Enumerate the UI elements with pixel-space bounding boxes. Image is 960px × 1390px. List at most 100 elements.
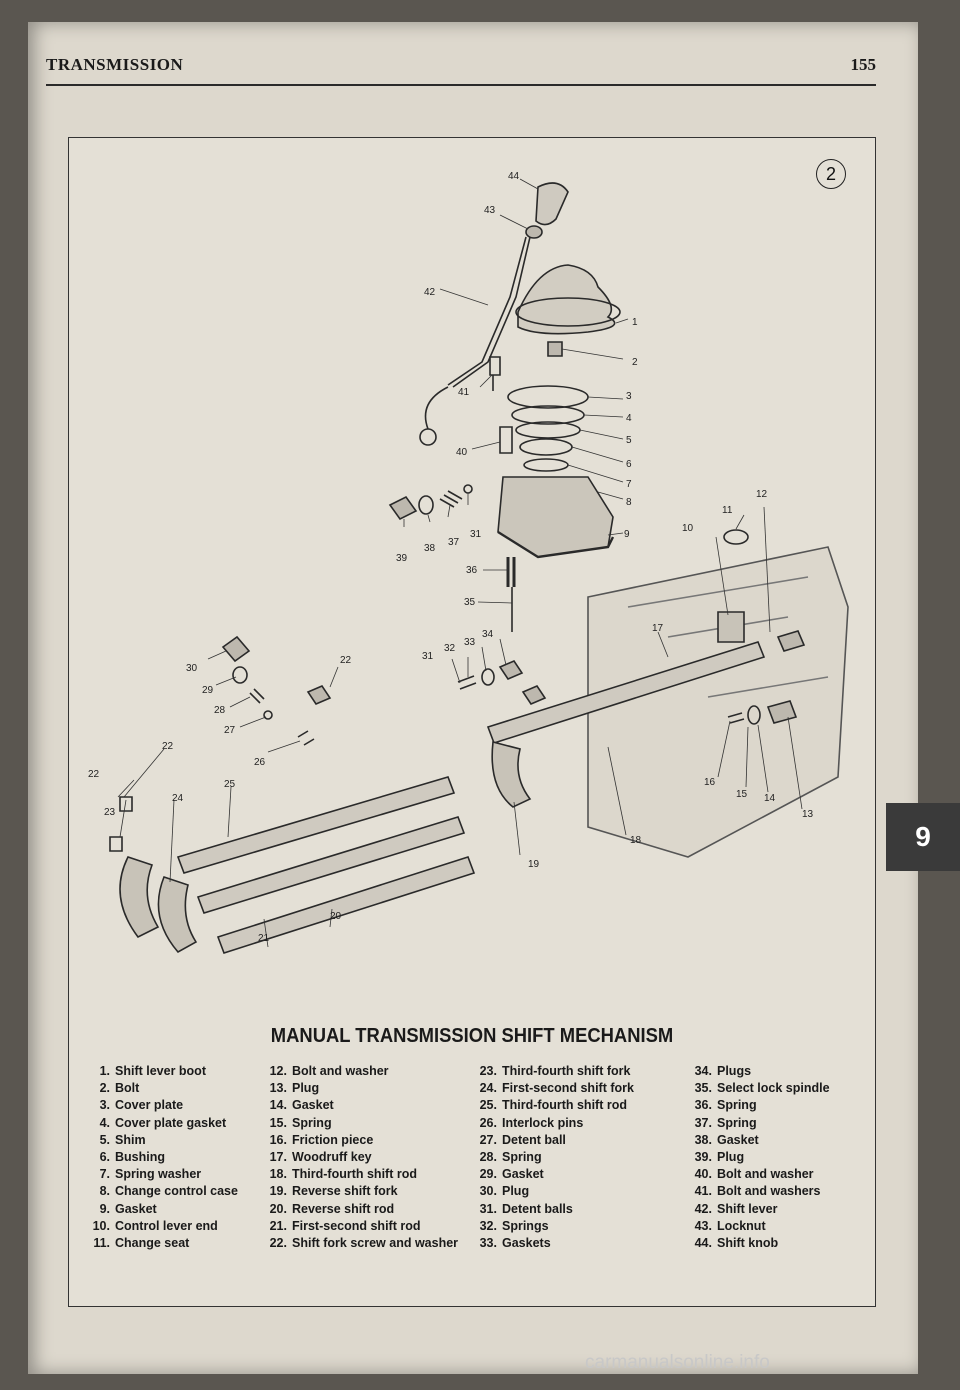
legend-item: 36.Spring <box>687 1097 830 1114</box>
bolt-2-shape <box>547 341 563 357</box>
callout-12: 12 <box>756 489 768 500</box>
legend-item-text: Cover plate gasket <box>115 1115 227 1130</box>
legend-item: 15.Spring <box>262 1115 458 1132</box>
callout-37: 37 <box>448 537 460 548</box>
legend-item-number: 12. <box>269 1064 287 1078</box>
ball-27-shape <box>263 710 273 720</box>
legend-item: 4. Cover plate gasket <box>85 1115 238 1132</box>
legend-item: 34.Plugs <box>687 1063 830 1080</box>
rod-18-shape <box>486 641 766 744</box>
legend-item-number: 5. <box>99 1132 110 1147</box>
legend-item: 42.Shift lever <box>687 1201 830 1218</box>
legend-item-text: Bolt and washer <box>717 1167 814 1182</box>
legend-item-text: Spring <box>502 1149 542 1164</box>
callout-29: 29 <box>202 685 214 696</box>
legend-item-number: 43. <box>694 1218 712 1233</box>
legend-item-number: 39. <box>694 1149 712 1164</box>
shift-knob-shape <box>535 182 569 226</box>
legend-item-number: 40. <box>694 1167 712 1182</box>
callout-38: 38 <box>424 543 436 554</box>
legend-item-text: Gasket <box>115 1201 157 1216</box>
legend-item-number: 37. <box>694 1115 712 1130</box>
legend-item-text: Detent balls <box>502 1201 573 1216</box>
legend-item-text: Gaskets <box>502 1235 551 1250</box>
legend-item: 14. Gasket <box>262 1097 458 1114</box>
legend-item-number: 26. <box>479 1115 497 1130</box>
callout-33: 33 <box>464 637 476 648</box>
shim-shape <box>515 421 581 439</box>
legend-item-number: 30. <box>479 1184 497 1199</box>
callout-31a: 31 <box>470 529 482 540</box>
callout-36: 36 <box>466 565 478 576</box>
pins-26-shape <box>297 730 315 746</box>
legend-item-text: Reverse shift rod <box>292 1201 395 1216</box>
legend-item: 13.Plug <box>262 1080 458 1097</box>
legend-item-text: First-second shift rod <box>292 1218 421 1233</box>
callout-10: 10 <box>682 523 694 534</box>
callout-20: 20 <box>330 911 342 922</box>
callout-28: 28 <box>214 705 226 716</box>
callout-11: 11 <box>722 505 733 516</box>
header-rule <box>46 84 876 86</box>
case-gasket-shape <box>497 530 615 559</box>
callout-22a: 22 <box>340 655 352 666</box>
rod-25-shape <box>176 776 456 874</box>
legend-item-number: 9. <box>99 1201 110 1216</box>
callout-31b: 31 <box>422 651 434 662</box>
housing-shape <box>587 546 849 858</box>
legend-item-number: 13. <box>269 1081 287 1096</box>
screw-22b-shape <box>119 796 133 812</box>
shift-lever-shape <box>447 236 531 388</box>
figure-number-badge: 2 <box>816 159 846 189</box>
rod-20-shape <box>196 816 466 914</box>
chapter-tab: 9 <box>886 803 960 871</box>
legend-item-text: Spring <box>717 1098 757 1113</box>
callout-25: 25 <box>224 779 236 790</box>
callout-14: 14 <box>764 793 776 804</box>
legend-item: 3.Cover plate <box>85 1097 238 1114</box>
legend-item-number: 23. <box>479 1064 497 1078</box>
legend-item-number: 38. <box>694 1132 712 1147</box>
callout-41: 41 <box>458 387 470 398</box>
legend-item: 33. Gaskets <box>472 1235 634 1252</box>
legend-item-text: Gasket <box>717 1132 759 1147</box>
legend-item: 11.Change seat <box>85 1235 238 1252</box>
callout-32: 32 <box>444 643 456 654</box>
legend-item-number: 24. <box>479 1081 497 1096</box>
figure-caption: MANUAL TRANSMISSION SHIFT MECHANISM <box>270 1025 674 1047</box>
boot-shape <box>517 264 616 335</box>
change-seat-shape <box>723 529 749 545</box>
legend-item-text: Shift lever <box>717 1201 778 1216</box>
legend-item: 12.Bolt and washer <box>262 1063 458 1080</box>
cover-plate-shape <box>507 385 589 409</box>
legend-item: 17.Woodruff key <box>262 1149 458 1166</box>
legend-item-number: 14. <box>269 1098 287 1113</box>
bushing-shape <box>519 438 573 456</box>
legend-item-text: Shift knob <box>717 1235 779 1250</box>
legend-item: 22. Shift fork screw and washer <box>262 1235 458 1252</box>
legend-item-text: Shift fork screw and washer <box>292 1235 459 1250</box>
legend-item-number: 11. <box>93 1235 110 1250</box>
legend-item-text: Bolt and washers <box>717 1184 821 1199</box>
legend-item-number: 20. <box>269 1201 287 1216</box>
callout-40: 40 <box>456 447 468 458</box>
plug-39-shape <box>388 495 418 521</box>
legend-item-text: Gasket <box>292 1098 334 1113</box>
legend-item: 29.Gasket <box>472 1166 634 1183</box>
legend-item-text: Interlock pins <box>502 1115 584 1130</box>
legend-item: 44.Shift knob <box>687 1235 830 1252</box>
chapter-tab-label: 9 <box>915 821 931 852</box>
legend-item-number: 35. <box>694 1081 712 1096</box>
legend-item-number: 10. <box>92 1218 110 1233</box>
springs-32-shape <box>457 675 477 690</box>
legend-item-number: 22. <box>269 1235 287 1250</box>
legend-item: 20. Reverse shift rod <box>262 1201 458 1218</box>
legend-item: 1.Shift lever boot <box>85 1063 238 1080</box>
legend-item-number: 4. <box>99 1115 110 1130</box>
legend-item-number: 33. <box>479 1235 497 1250</box>
callout-42: 42 <box>424 287 436 298</box>
legend-item-number: 7. <box>99 1167 110 1182</box>
